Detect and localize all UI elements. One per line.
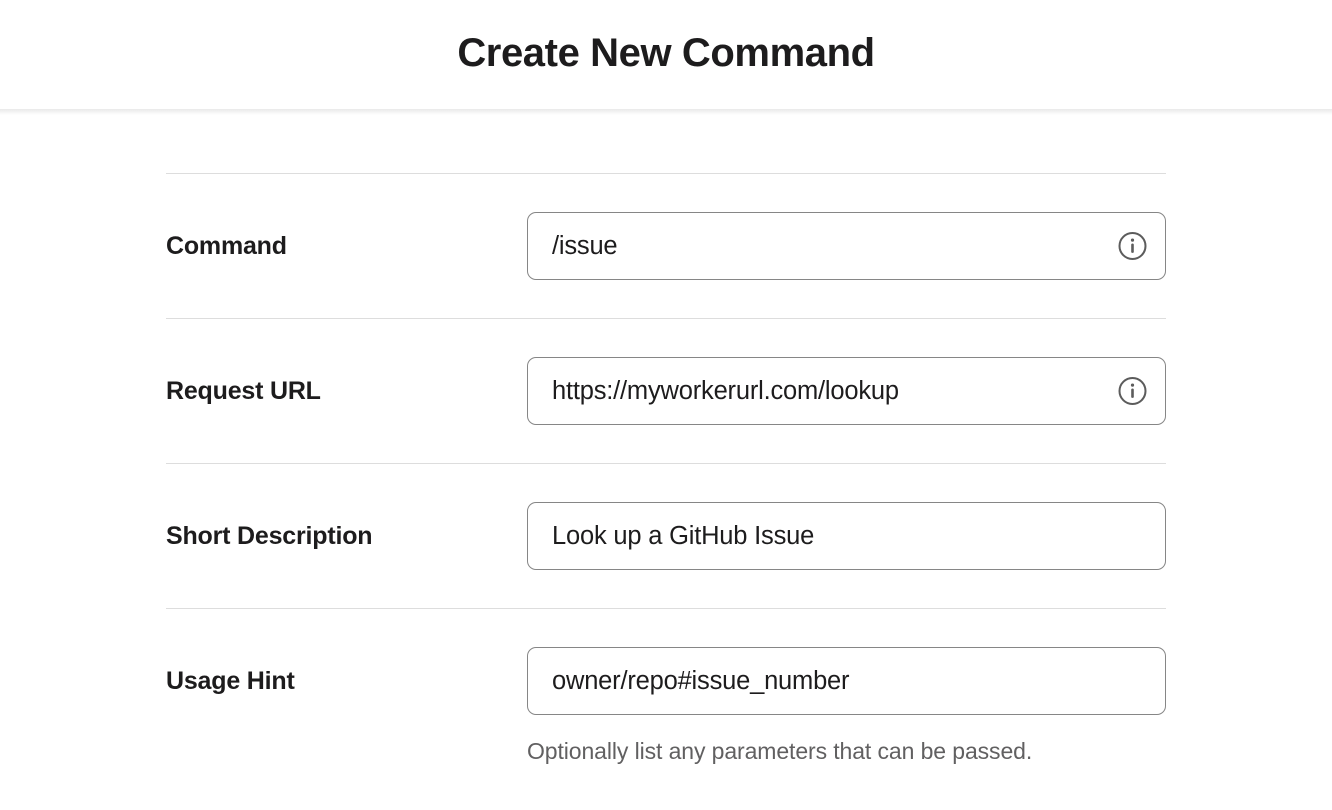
divider-1 (166, 318, 1166, 319)
label-usage-hint: Usage Hint (166, 667, 295, 695)
label-command: Command (166, 232, 287, 260)
form-row-command: Command (166, 174, 1166, 318)
short-description-input[interactable] (528, 503, 1165, 569)
request-url-input[interactable] (528, 358, 1165, 424)
page-title: Create New Command (457, 30, 875, 75)
usage-hint-help-text: Optionally list any parameters that can … (527, 738, 1033, 764)
modal-header: Create New Command (0, 0, 1332, 115)
field-wrap-usage-hint: Optionally list any parameters that can … (527, 647, 1166, 767)
label-short-description: Short Description (166, 522, 373, 550)
command-input[interactable] (528, 213, 1165, 279)
form-row-usage-hint: Usage Hint Optionally list any parameter… (166, 609, 1166, 781)
short-description-input-shell[interactable] (527, 502, 1166, 570)
form-row-short-description: Short Description (166, 464, 1166, 608)
form-row-request-url: Request URL (166, 319, 1166, 463)
usage-hint-input-shell[interactable] (527, 647, 1166, 715)
modal-body: Command (0, 109, 1332, 782)
divider-top (166, 173, 1166, 174)
divider-2 (166, 463, 1166, 464)
field-wrap-short-description (527, 502, 1166, 570)
label-request-url: Request URL (166, 377, 321, 405)
info-circle-icon[interactable] (1118, 232, 1147, 261)
command-form: Command (166, 109, 1166, 781)
request-url-input-shell[interactable] (527, 357, 1166, 425)
field-wrap-request-url (527, 357, 1166, 425)
field-wrap-command (527, 212, 1166, 280)
divider-3 (166, 608, 1166, 609)
command-input-shell[interactable] (527, 212, 1166, 280)
info-circle-icon[interactable] (1118, 377, 1147, 406)
create-command-modal: Create New Command Command (0, 0, 1332, 782)
usage-hint-input[interactable] (528, 648, 1165, 714)
